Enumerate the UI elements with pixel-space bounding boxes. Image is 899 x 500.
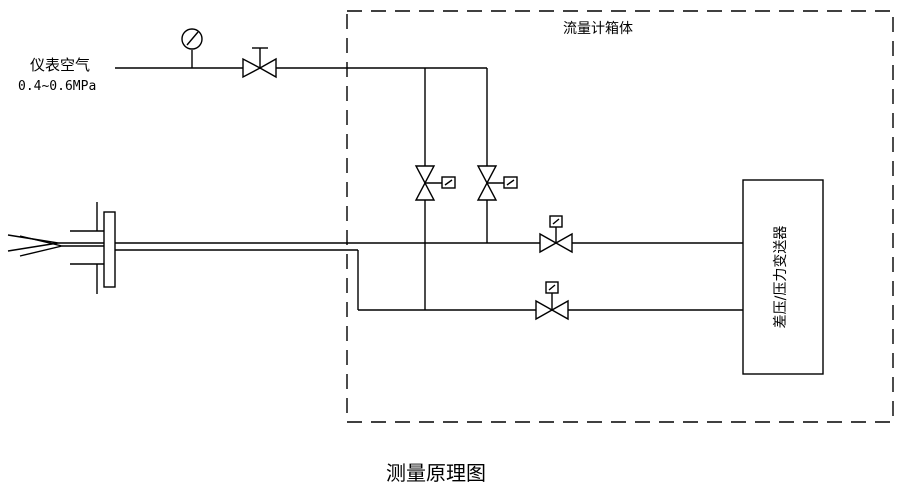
air-supply-pressure: 0.4~0.6MPa <box>18 79 96 94</box>
diagram-title: 测量原理图 <box>386 461 486 485</box>
impulse-valve-upper-icon <box>539 215 573 254</box>
solenoid-valve-left-icon <box>414 165 456 201</box>
probe-flange-icon <box>7 202 116 294</box>
box-label: 流量计箱体 <box>563 21 633 37</box>
transmitter-box <box>742 179 824 375</box>
impulse-valve-lower-icon <box>535 281 569 321</box>
manual-valve-icon <box>242 47 277 79</box>
solenoid-valve-right-icon <box>476 165 518 201</box>
transmitter-label: 差压/压力变送器 <box>773 226 789 329</box>
flowmeter-box-outline <box>346 10 894 423</box>
pressure-gauge-icon <box>181 28 203 68</box>
air-supply-label: 仪表空气 <box>30 56 90 74</box>
